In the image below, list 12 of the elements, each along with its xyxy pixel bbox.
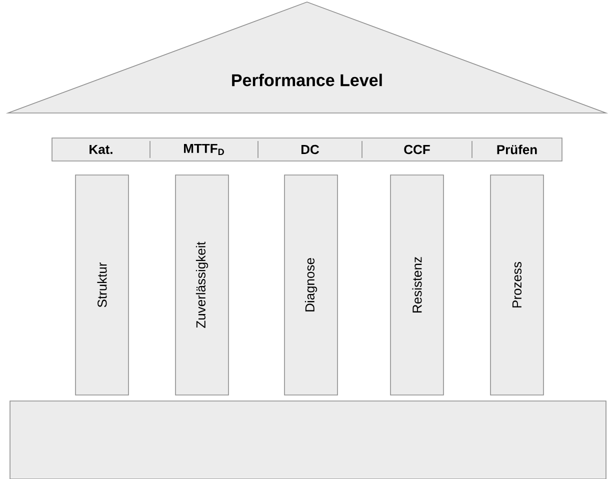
pillar: Prozess (490, 174, 544, 396)
pillar: Diagnose (284, 174, 338, 396)
pillar: Struktur (75, 174, 129, 396)
header-band (52, 138, 562, 162)
column-header: MTTF$_{D}$ (184, 144, 224, 156)
column-header: Kat. (90, 144, 112, 154)
base-slab (10, 400, 606, 479)
pillar: Resistenz (390, 174, 444, 396)
pillar: Zuverlässigkeit (175, 174, 229, 396)
column-header: Prüfen (497, 144, 537, 154)
column-header: CCF (404, 144, 430, 154)
column-header: DC (301, 144, 320, 154)
